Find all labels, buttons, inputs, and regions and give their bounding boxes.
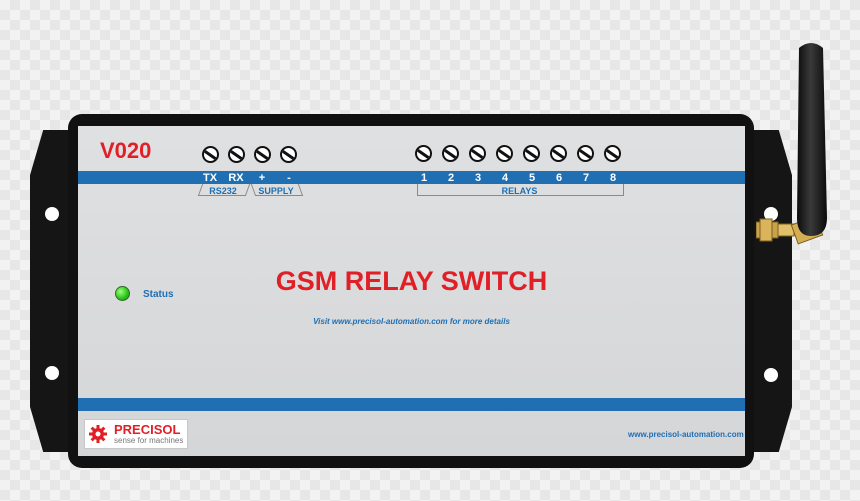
relay-label: 5: [528, 172, 536, 184]
left-mounting-flange: [30, 130, 74, 452]
website-url: www.precisol-automation.com: [628, 430, 744, 439]
terminal-label-bar: [78, 171, 745, 184]
mount-hole: [45, 207, 59, 221]
screw-terminal-icon: [415, 145, 432, 162]
relay-label: 6: [555, 172, 563, 184]
screw-terminal-icon: [550, 145, 567, 162]
supply-group-label: SUPPLY: [258, 186, 294, 196]
mount-hole: [45, 366, 59, 380]
logo-name: PRECISOL: [114, 422, 181, 437]
screw-terminal-icon: [604, 145, 621, 162]
relay-label: 2: [447, 172, 455, 184]
relay-label: 3: [474, 172, 482, 184]
status-label: Status: [143, 289, 174, 300]
terminal-label-minus: -: [287, 172, 291, 184]
screw-terminal-icon: [202, 146, 219, 163]
screw-terminal-icon: [577, 145, 594, 162]
mount-hole: [764, 368, 778, 382]
gear-icon: [89, 425, 107, 443]
antenna-icon: [797, 43, 827, 236]
right-mounting-flange: [748, 130, 792, 452]
screw-terminal-icon: [496, 145, 513, 162]
status-led: [115, 286, 130, 301]
relays-group-label: RELAYS: [501, 186, 538, 196]
relay-label: 8: [609, 172, 617, 184]
relay-label: 7: [582, 172, 590, 184]
screw-terminal-icon: [228, 146, 245, 163]
relay-label: 1: [420, 172, 428, 184]
screw-terminal-icon: [280, 146, 297, 163]
screw-terminal-icon: [254, 146, 271, 163]
device-title: GSM RELAY SWITCH: [275, 266, 548, 296]
screw-terminal-icon: [469, 145, 486, 162]
relays-bracket: [417, 184, 624, 196]
terminal-label-rx: RX: [228, 172, 244, 184]
screw-terminal-icon: [442, 145, 459, 162]
screw-terminal-icon: [523, 145, 540, 162]
rs232-group-label: RS232: [209, 186, 237, 196]
mount-hole: [764, 207, 778, 221]
terminal-label-plus: +: [258, 172, 266, 184]
visit-text: Visit www.precisol-automation.com for mo…: [313, 317, 510, 326]
terminal-label-tx: TX: [202, 172, 218, 184]
model-number: V020: [100, 138, 152, 163]
logo-tagline: sense for machines: [114, 436, 184, 445]
bottom-stripe: [78, 398, 745, 411]
relay-label: 4: [501, 172, 509, 184]
